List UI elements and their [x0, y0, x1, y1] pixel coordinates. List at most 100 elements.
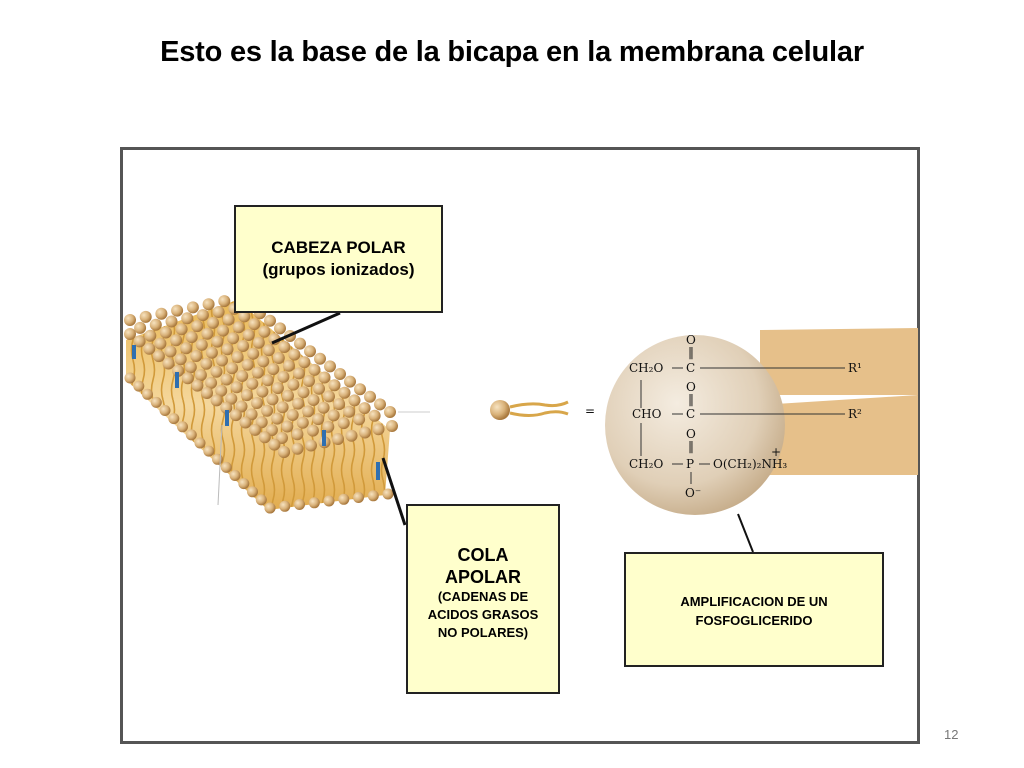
lipid-head [281, 420, 294, 433]
lipid-head [258, 325, 271, 338]
svg-text:C: C [686, 361, 695, 375]
lipid-head [246, 377, 259, 390]
lipid-head [152, 350, 165, 363]
lipid-head [144, 329, 157, 342]
lipid-head [229, 470, 241, 481]
lipid-head [165, 315, 178, 328]
lipid-head [267, 363, 280, 376]
lipid-head [201, 387, 213, 399]
leader-line-tail [381, 457, 407, 526]
lipid-head [292, 367, 305, 380]
lipid-head [238, 478, 250, 490]
lipid-head [150, 396, 162, 408]
svg-text:R¹: R¹ [848, 361, 862, 375]
lipid-head [249, 423, 262, 436]
lipid-head [318, 371, 331, 384]
lipid-head [177, 421, 188, 433]
lipid-head [271, 382, 284, 395]
lipid-head [142, 388, 153, 400]
lipid-head [251, 397, 263, 409]
lipid-head [194, 369, 207, 382]
lipid-head [202, 298, 215, 311]
lipid-head [374, 398, 386, 411]
lipid-head [162, 357, 175, 370]
lipid-head [367, 490, 379, 502]
svg-text:O⁻: O⁻ [685, 486, 701, 500]
lipid-head [216, 354, 228, 367]
lipid-head [236, 370, 249, 382]
svg-text:O: O [686, 333, 696, 347]
lipid-head [184, 361, 197, 374]
lipid-head [231, 351, 244, 364]
lipid-head [286, 409, 299, 421]
lipid-head [230, 381, 243, 394]
lipid-head [261, 374, 274, 387]
lipid-head [274, 322, 286, 335]
lipid-head [226, 362, 239, 375]
lipid-head [251, 366, 264, 379]
callout-apolar-tail-line1: COLA [457, 545, 509, 565]
lipid-head [353, 492, 364, 503]
lipid-head [338, 493, 350, 505]
lipid-head [240, 389, 253, 402]
lipid-head [225, 392, 238, 405]
lipid-head [191, 320, 204, 333]
lipid-head [314, 352, 326, 365]
lipid-head [345, 429, 358, 442]
lipid-head [143, 342, 156, 355]
lipid-head [262, 344, 275, 357]
lipid-head [168, 413, 180, 425]
lipid-head [227, 332, 240, 345]
lipid-head [239, 416, 252, 429]
lipid-head [220, 401, 233, 414]
lipid-head [124, 372, 136, 384]
membrane-protein [376, 462, 380, 480]
lipid-head [241, 358, 254, 371]
lipid-head [261, 404, 274, 417]
svg-text:R²: R² [848, 407, 862, 421]
lipid-head [194, 437, 206, 449]
lipid-head [303, 375, 315, 387]
lipid-head [186, 301, 199, 314]
lipid-head [292, 397, 305, 410]
lipid-head [256, 385, 269, 398]
lipid-head [257, 355, 270, 368]
lipid-head [222, 313, 235, 326]
lipid-head [181, 312, 194, 325]
lipid-head [334, 368, 346, 380]
svg-text:CH₂O: CH₂O [629, 457, 663, 471]
lipid-head [337, 417, 350, 430]
lipid-head [212, 453, 223, 465]
lipid-head [124, 328, 136, 340]
lipid-head [255, 494, 267, 506]
lipid-head [180, 342, 193, 355]
lipid-head [139, 310, 152, 323]
lipid-head [232, 321, 245, 334]
lipid-head [302, 405, 315, 418]
phosphoglyceride-amplified: O ‖ CH₂O C R¹ O ‖ CHO C R² O ‖ CH₂O P O(… [605, 328, 918, 515]
lipid-head [238, 310, 251, 323]
lipid-head [272, 352, 285, 364]
lipid-head [201, 327, 214, 340]
callout-apolar-tail-line5: NO POLARES) [437, 625, 529, 640]
svg-text:P: P [686, 457, 694, 471]
lipid-head [164, 345, 177, 358]
lipid-head [235, 400, 248, 413]
svg-text:+: + [771, 445, 781, 459]
lipid-head [372, 423, 385, 436]
svg-text:O: O [686, 427, 696, 441]
lipid-head [124, 314, 136, 326]
lipid-head [322, 420, 335, 433]
lipid-head [317, 401, 330, 414]
membrane-protein [132, 345, 136, 359]
lipid-head [343, 405, 356, 418]
svg-text:C: C [686, 407, 695, 421]
lipid-head [386, 420, 398, 432]
single-phospholipid [490, 400, 569, 420]
lipid-head [308, 363, 321, 376]
lipid-head [154, 337, 167, 350]
lipid-head [220, 461, 232, 473]
lipid-head [277, 370, 290, 383]
lipid-head [181, 372, 194, 385]
